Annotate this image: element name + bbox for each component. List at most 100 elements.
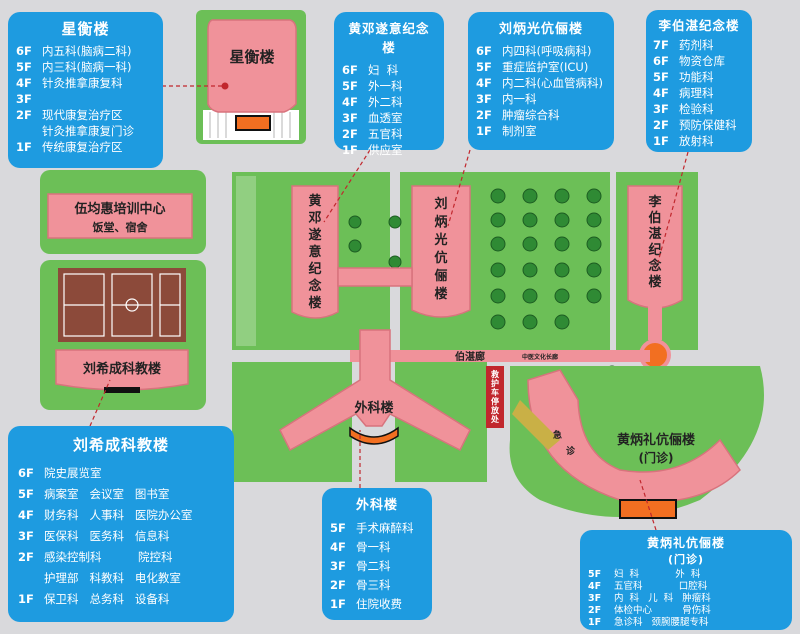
liuxicheng-block: 刘希成科教楼 [40, 260, 206, 410]
svg-text:俪: 俪 [434, 268, 447, 284]
svg-text:邓: 邓 [308, 211, 321, 226]
ambulance-parking[interactable] [486, 366, 504, 428]
svg-text:刘: 刘 [434, 196, 447, 212]
floor-row: 针灸推拿康复门诊 [42, 124, 134, 138]
map-label-wujunhui: 伍均惠培训中心 [73, 201, 165, 217]
map-label-huangbingli-sub: (门诊) [639, 450, 674, 465]
panel-title: 外科楼 [355, 498, 398, 513]
svg-text:念: 念 [648, 258, 661, 274]
map-label-bozhanlang: 伯湛廊 [455, 350, 485, 363]
map-label-ambulance: 救 护 车 停 放 处 [490, 369, 500, 424]
svg-text:念: 念 [308, 278, 321, 294]
wujunhui-building[interactable] [47, 193, 193, 239]
svg-text:放: 放 [490, 405, 500, 415]
map-label-emergency-1: 急 [553, 429, 562, 441]
svg-text:纪: 纪 [308, 261, 321, 277]
svg-text:黄: 黄 [308, 193, 321, 209]
liuxicheng-entrance [104, 387, 140, 393]
svg-text:遂: 遂 [308, 227, 321, 243]
huangbingli-entrance [619, 499, 677, 519]
svg-text:炳: 炳 [434, 214, 447, 230]
svg-text:处: 处 [490, 414, 500, 424]
map-label-surgery: 外科楼 [353, 400, 393, 416]
surgery-entrance [349, 426, 399, 445]
panel-subtitle: (门诊) [667, 553, 705, 566]
huangdengsui-building[interactable] [291, 185, 339, 319]
outpatient-block: 急 诊 黄炳礼伉俪楼 (门诊) [509, 366, 764, 519]
svg-text:意: 意 [308, 244, 321, 260]
svg-text:车: 车 [491, 387, 499, 397]
map-label-liubingguang: 刘 炳 光 伉 俪 楼 [433, 196, 447, 302]
liubingguang-building[interactable] [411, 185, 471, 318]
svg-text:伉: 伉 [433, 250, 447, 266]
xingheng-building[interactable] [207, 19, 297, 113]
huangbingli-building[interactable] [527, 369, 741, 503]
bozhan-corridor[interactable] [350, 350, 650, 362]
svg-text:楼: 楼 [434, 286, 447, 302]
emergency-lane [512, 400, 560, 450]
xingheng-entrance [235, 115, 271, 131]
svg-text:纪: 纪 [648, 242, 661, 258]
xingheng-building-block: 星衡楼 [196, 10, 306, 144]
map-label-wujunhui-sub: 饭堂、宿舍 [92, 220, 149, 234]
central-link [337, 267, 413, 287]
surgery-building-block: 外科楼 [279, 329, 471, 452]
panel-title: 李伯湛纪念楼 [658, 18, 740, 33]
svg-text:光: 光 [433, 232, 447, 248]
panel-title: 刘希成科教楼 [72, 436, 169, 454]
svg-text:救: 救 [491, 369, 499, 379]
map-label-liuxicheng: 刘希成科教楼 [83, 361, 161, 377]
libozhan-link [648, 304, 662, 340]
surgery-building[interactable] [279, 329, 471, 452]
floor-row: 3F [16, 92, 32, 106]
svg-text:伯: 伯 [648, 210, 661, 226]
panel-title: 黄炳礼伉俪楼 [646, 536, 725, 550]
leader-lines [89, 85, 689, 531]
map-label-huangbingli: 黄炳礼伉俪楼 [617, 432, 695, 448]
svg-text:楼: 楼 [648, 274, 661, 290]
panel-title: 黄邓遂意纪念楼 [348, 21, 430, 55]
